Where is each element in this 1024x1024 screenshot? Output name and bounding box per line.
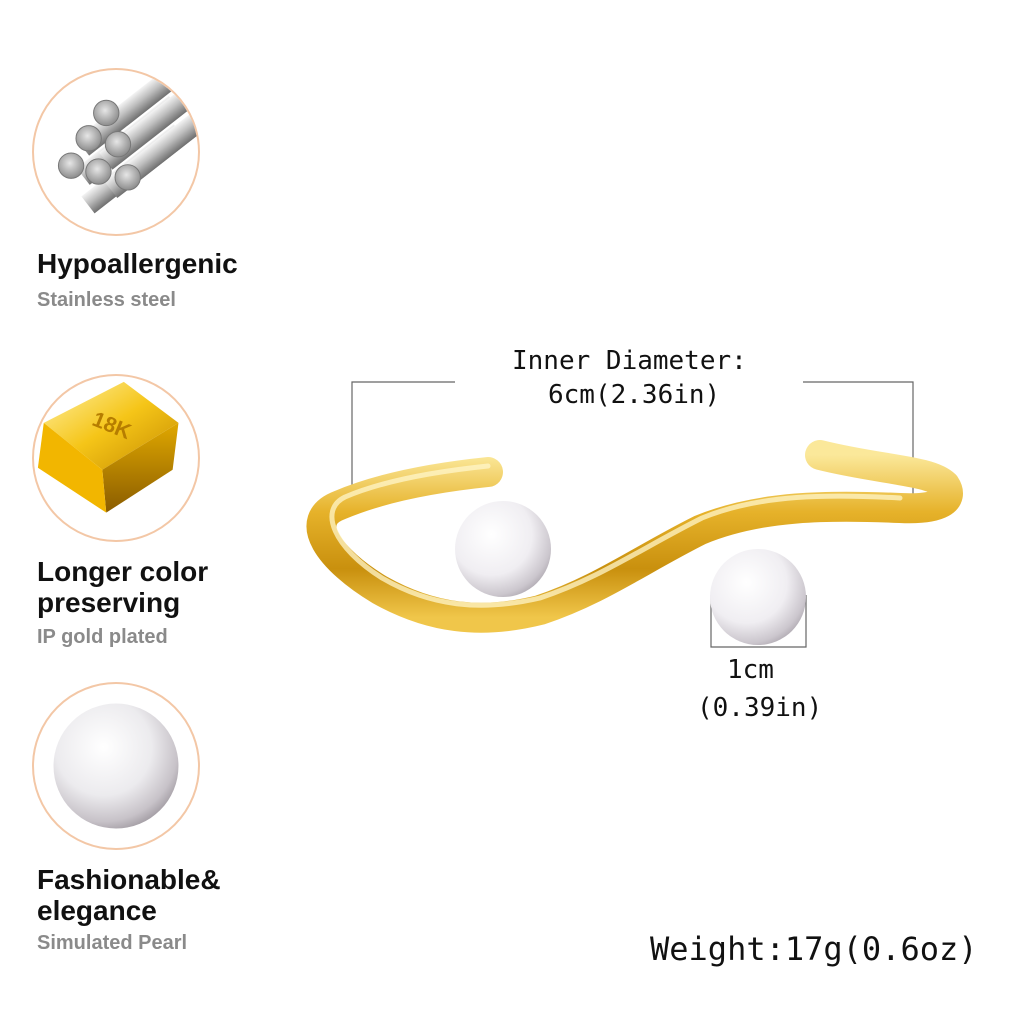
weight-label: Weight:17g(0.6oz): [650, 930, 978, 968]
inner-diameter-label: Inner Diameter:: [512, 346, 747, 376]
pearl-size-cm: 1cm: [727, 655, 774, 685]
feature-title-line2: preserving: [37, 587, 181, 618]
pearl-left: [455, 501, 551, 597]
feature-subtitle-steel: Stainless steel: [37, 289, 176, 311]
inner-diameter-value: 6cm(2.36in): [548, 380, 721, 410]
feature-subtitle-pearl: Simulated Pearl: [37, 932, 188, 954]
feature-title-hypoallergenic: Hypoallergenic: [37, 248, 238, 279]
bracelet-band: [306, 440, 963, 633]
feature-title-line1: Longer color: [37, 556, 209, 587]
feature-title-color: Longer color preserving: [37, 556, 208, 618]
feature-title-elegance: Fashionable& elegance: [37, 864, 221, 926]
steel-feature-circle: [32, 68, 200, 236]
pearl-right: [710, 549, 806, 645]
feature-title-line1: Fashionable&: [37, 864, 221, 895]
steel-rods-icon: [57, 72, 198, 214]
gold-feature-circle: 18K: [32, 374, 200, 542]
pearl-icon: [53, 703, 179, 829]
pearl-size-in: (0.39in): [697, 693, 823, 723]
pearl-feature-circle: [32, 682, 200, 850]
feature-subtitle-gold: IP gold plated: [37, 626, 168, 648]
feature-title-line2: elegance: [37, 895, 157, 926]
gold-bar-icon: 18K: [37, 381, 179, 513]
